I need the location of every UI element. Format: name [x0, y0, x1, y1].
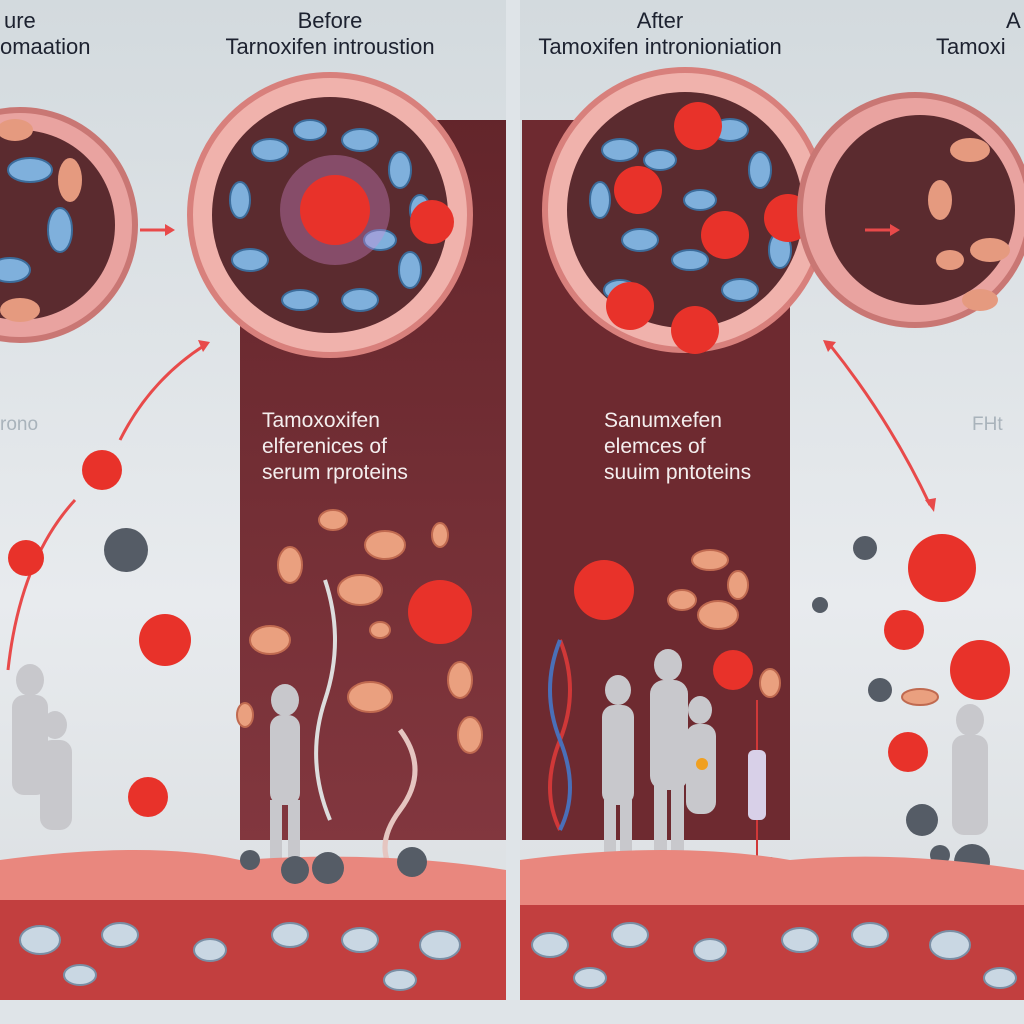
caption-line: Sanumxefen [604, 409, 722, 432]
title-line2: Tamoxifen intronioniation [538, 34, 782, 59]
partial-title-line2: Tamoxi [936, 34, 1006, 59]
title-line1: Before [297, 8, 363, 33]
title-line2: Tarnoxifen introustion [225, 34, 435, 59]
caption: Tamoxoxifen elferenices of serum rprotei… [262, 408, 408, 486]
caption-line: elemces of [604, 435, 706, 458]
before-title: Before Tarnoxifen introustion [220, 8, 440, 60]
after-title: After Tamoxifen intronioniation [530, 8, 790, 60]
partial-title: A Tamoxi [936, 8, 1021, 60]
before-panel: ure omaation Before Tarnoxifen introusti… [0, 0, 506, 1000]
after-illustration [520, 67, 1024, 1000]
title-line1: After [636, 8, 684, 33]
side-label: rono [0, 414, 39, 435]
caption-line: serum rproteins [262, 461, 408, 484]
caption-line: elferenices of [262, 435, 387, 458]
caption-line: Tamoxoxifen [262, 409, 380, 432]
before-illustration [0, 72, 506, 1000]
partial-title-line2: omaation [0, 34, 91, 59]
partial-title-line1: ure [4, 8, 36, 33]
caption-line: suuim pntoteins [604, 461, 752, 484]
partial-title-line1: A [1006, 8, 1021, 33]
caption: Sanumxefen elemces of suuim pntoteins [604, 408, 751, 486]
side-label: FHt [972, 414, 1003, 435]
after-panel: After Tamoxifen intronioniation A Tamoxi… [520, 0, 1024, 1000]
partial-title: ure omaation [0, 8, 91, 60]
